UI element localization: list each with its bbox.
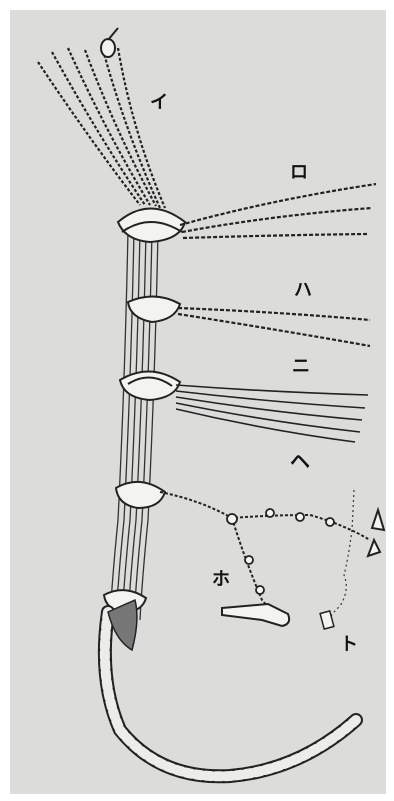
- wrap-ha: [128, 296, 180, 322]
- branch-to: [326, 490, 354, 625]
- wrap-he: [116, 482, 165, 508]
- top-strand-fan: [38, 48, 165, 208]
- strands-ha: [178, 308, 370, 346]
- label-ha: ハ: [294, 280, 312, 301]
- top-knot: [101, 28, 118, 57]
- strands-ro: [180, 184, 376, 238]
- label-he: ヘ: [290, 449, 310, 473]
- label-ho: ホ: [212, 569, 230, 590]
- label-ni: ニ: [292, 356, 310, 377]
- label-to: ト: [340, 634, 358, 655]
- hook-ho: [222, 604, 289, 626]
- branch-he: [160, 492, 370, 622]
- label-i: イ: [150, 92, 168, 113]
- tassel: [368, 510, 384, 556]
- strands-ni: [176, 385, 368, 442]
- main-rope-bundle: [110, 230, 158, 620]
- small-tag: [320, 611, 334, 629]
- bottom-hook: [105, 600, 356, 776]
- label-ro: ロ: [290, 162, 308, 183]
